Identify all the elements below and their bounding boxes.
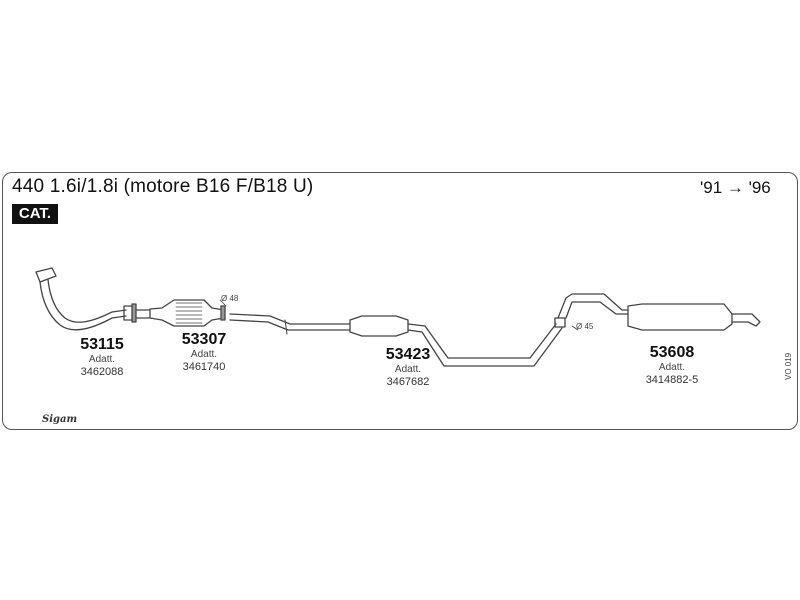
reference-code: VO 019 [784,352,793,380]
year-range: '91 → '96 [700,178,771,197]
vehicle-title: 440 1.6i/1.8i (motore B16 F/B18 U) [12,176,314,197]
diameter-pointer-45 [571,325,579,331]
adatt-label: Adatt. [88,354,116,365]
adatt-label: Adatt. [658,362,686,373]
part-label-53423: 53423 Adatt. 3467682 [376,346,440,389]
part-label-53307: 53307 Adatt. 3461740 [172,331,236,374]
part-number: 53115 [80,336,124,353]
part-number: 53423 [385,346,431,363]
brand-logo: Sigam [42,414,78,425]
part-number: 53608 [649,344,695,361]
rear-silencer-53608 [557,293,761,331]
diameter-pointer-48 [219,299,227,307]
front-pipe-53115 [35,267,151,331]
part-code: 3467682 [386,376,430,388]
catalyst-badge: CAT. [12,204,58,224]
part-code: 3414882-5 [645,374,699,386]
part-code: 3461740 [182,361,226,373]
catalytic-converter-53307 [149,299,226,327]
part-number: 53307 [181,331,227,348]
diameter-label-48: Ø 48 [221,294,239,303]
diameter-label-45: Ø 45 [576,322,594,331]
adatt-label: Adatt. [190,349,218,360]
part-label-53115: 53115 Adatt. 3462088 [72,336,132,379]
part-code: 3462088 [80,366,124,378]
diagram-panel [2,172,798,430]
intermediate-pipe-53423 [229,313,566,367]
part-label-53608: 53608 Adatt. 3414882-5 [636,344,708,387]
adatt-label: Adatt. [394,364,422,375]
